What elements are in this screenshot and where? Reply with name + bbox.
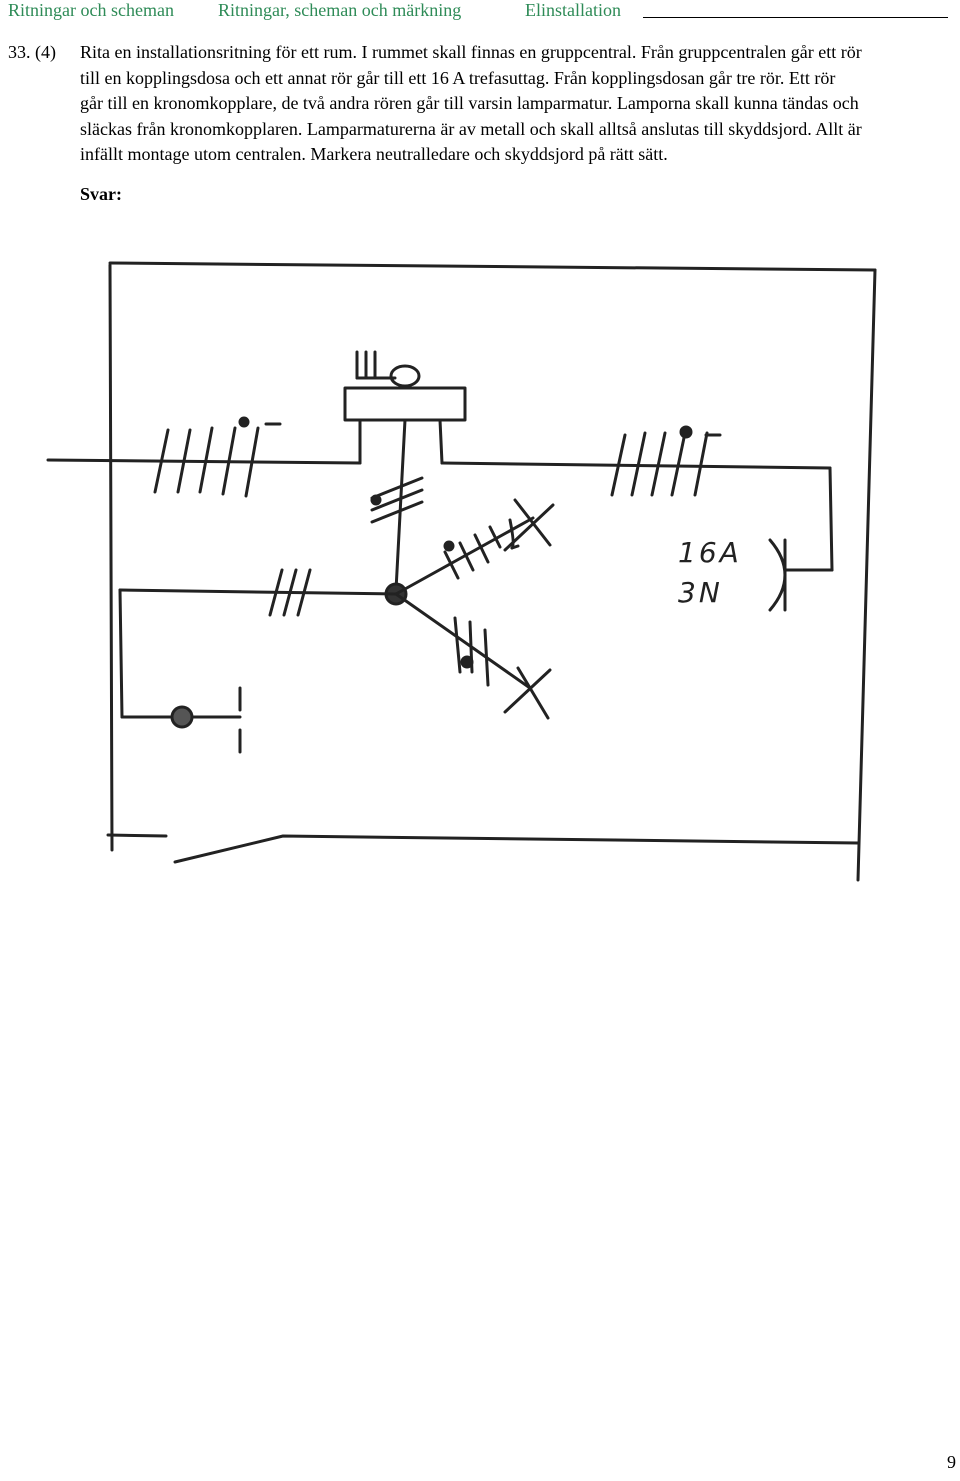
header-item-ritningar-scheman-markning: Ritningar, scheman och märkning [218, 0, 462, 20]
conduit-to-outlet [438, 418, 834, 572]
question-line: släckas från kronomkopplaren. Lamparmatu… [80, 118, 862, 139]
outlet-16a-icon [768, 538, 787, 612]
question-text: Rita en installationsritning för ett rum… [80, 40, 958, 168]
group-central [343, 350, 467, 422]
question-number: 33. (4) [8, 42, 56, 62]
page-header: Ritningar och scheman Ritningar, scheman… [0, 0, 960, 24]
conduit-left [46, 416, 362, 498]
lamp-1-icon [503, 498, 555, 552]
question-line: till en kopplingsdosa och ett annat rör … [80, 67, 836, 88]
page-number: 9 [947, 1452, 956, 1472]
question-line: Rita en installationsritning för ett rum… [80, 42, 862, 62]
outlet-label-current: 16A [678, 536, 742, 569]
installation-drawing-svg [46, 261, 877, 882]
outlet-label-phase: 3N [678, 576, 723, 609]
switch-icon [170, 705, 194, 729]
header-rule [643, 17, 948, 18]
question-line: infällt montage utom centralen. Markera … [80, 144, 668, 164]
header-item-ritningar-och-scheman: Ritningar och scheman [8, 0, 174, 20]
answer-label: Svar: [80, 184, 122, 204]
conduit-to-lamp-1 [394, 516, 535, 596]
conduit-to-lamp-2 [394, 592, 532, 690]
header-item-elinstallation: Elinstallation [525, 0, 621, 20]
installation-drawing: 16A 3N [0, 240, 960, 940]
conduit-to-switch [118, 568, 398, 754]
room-walls [106, 261, 877, 882]
question-line: går till en kronomkopplare, de två andra… [80, 93, 859, 113]
lamp-2-icon [503, 666, 552, 720]
conduit-to-junction [370, 418, 424, 592]
